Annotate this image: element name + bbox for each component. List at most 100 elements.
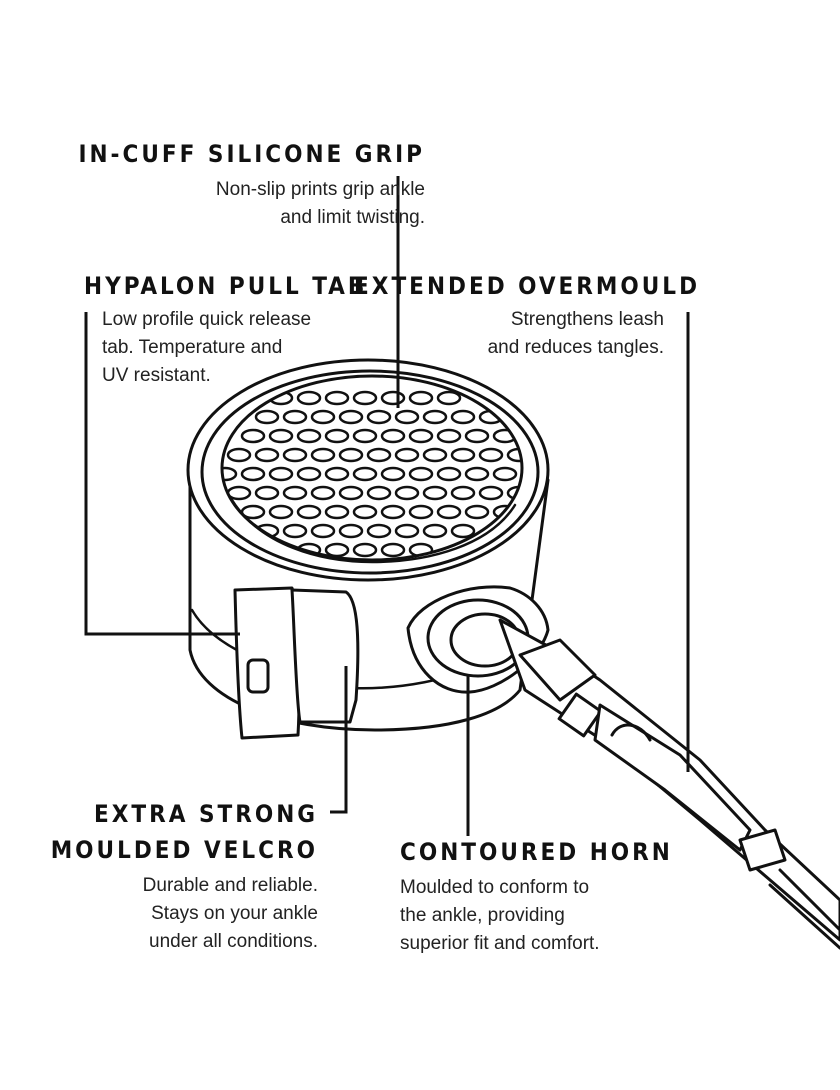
grip-oval (240, 428, 266, 444)
grip-oval (254, 409, 280, 425)
grip-oval (408, 428, 434, 444)
grip-oval (338, 523, 364, 539)
grip-oval (422, 523, 448, 539)
grip-oval (352, 466, 378, 482)
grip-oval (366, 523, 392, 539)
grip-oval (352, 504, 378, 520)
grip-oval (408, 390, 434, 406)
velcro-desc: Durable and reliable. Stays on your ankl… (51, 872, 318, 956)
grip-oval (408, 466, 434, 482)
grip-oval (478, 485, 504, 501)
silicone-grip-desc: Non-slip prints grip ankle and limit twi… (78, 176, 425, 232)
grip-oval (296, 428, 322, 444)
velcro-title-line-2: MOULDED VELCRO (50, 836, 318, 864)
grip-oval (394, 447, 420, 463)
grip-oval (254, 447, 280, 463)
grip-oval (324, 390, 350, 406)
grip-oval (394, 409, 420, 425)
grip-oval (366, 447, 392, 463)
grip-oval (338, 485, 364, 501)
grip-oval (268, 428, 294, 444)
grip-oval (268, 466, 294, 482)
grip-oval (222, 466, 238, 482)
grip-oval (352, 542, 378, 558)
grip-oval (450, 447, 476, 463)
grip-oval (310, 523, 336, 539)
pull-tab-line-1: Low profile quick release (102, 309, 312, 330)
horn-title: CONTOURED HORN (400, 838, 673, 866)
horn-line-1: Moulded to conform to (400, 877, 590, 898)
grip-oval (324, 466, 350, 482)
pull-tab-line-2: tab. Temperature and (102, 337, 283, 358)
velcro-line-2: Stays on your ankle (151, 903, 318, 924)
pull-tab-title: HYPALON PULL TAB (84, 272, 368, 300)
pull-tab-desc: Low profile quick release tab. Temperatu… (84, 306, 367, 390)
grip-oval (422, 485, 448, 501)
grip-oval (394, 485, 420, 501)
callout-horn: CONTOURED HORN Moulded to conform to the… (400, 836, 673, 958)
velcro-line-1: Durable and reliable. (142, 875, 318, 896)
overmould-line-1: Strengthens leash (510, 309, 664, 330)
horn-line-3: superior fit and comfort. (400, 933, 600, 954)
grip-oval (226, 447, 252, 463)
grip-oval (282, 523, 308, 539)
grip-oval (436, 466, 462, 482)
grip-oval (380, 542, 406, 558)
pull-tab-line-3: UV resistant. (102, 365, 211, 386)
grip-oval (464, 466, 490, 482)
grip-oval (338, 447, 364, 463)
grip-oval (436, 390, 462, 406)
grip-oval (450, 485, 476, 501)
grip-oval (296, 466, 322, 482)
grip-oval (352, 428, 378, 444)
callout-silicone-grip: IN-CUFF SILICONE GRIP Non-slip prints gr… (78, 138, 425, 232)
grip-oval (450, 523, 476, 539)
callout-velcro: EXTRA STRONG MOULDED VELCRO Durable and … (51, 798, 318, 956)
silicone-grip-line-1: Non-slip prints grip ankle (215, 179, 425, 200)
grip-oval (380, 390, 406, 406)
grip-oval (464, 504, 490, 520)
grip-oval (254, 485, 280, 501)
grip-oval (492, 466, 518, 482)
grip-oval (324, 428, 350, 444)
silicone-grip-title: IN-CUFF SILICONE GRIP (78, 140, 425, 168)
leash-ankle-cuff-illustration (186, 358, 840, 950)
grip-oval (394, 523, 420, 539)
grip-oval (324, 504, 350, 520)
grip-oval (268, 504, 294, 520)
grip-oval (380, 504, 406, 520)
grip-oval (282, 485, 308, 501)
grip-oval (282, 409, 308, 425)
grip-oval (352, 390, 378, 406)
callout-pull-tab: HYPALON PULL TAB Low profile quick relea… (84, 270, 367, 390)
grip-oval (464, 428, 490, 444)
grip-oval (240, 466, 266, 482)
horn-desc: Moulded to conform to the ankle, providi… (400, 874, 673, 958)
grip-oval (380, 466, 406, 482)
horn-line-2: the ankle, providing (400, 905, 565, 926)
grip-oval (296, 504, 322, 520)
grip-oval (324, 542, 350, 558)
overmould-desc: Strengthens leash and reduces tangles. (354, 306, 700, 362)
silicone-grip-line-2: and limit twisting. (280, 207, 425, 228)
leader-lines (84, 176, 690, 836)
grip-oval (478, 447, 504, 463)
grip-oval (422, 447, 448, 463)
grip-oval (296, 390, 322, 406)
grip-oval (338, 409, 364, 425)
callout-overmould: EXTENDED OVERMOULD Strengthens leash and… (354, 270, 700, 362)
velcro-line-3: under all conditions. (149, 931, 318, 952)
grip-oval (226, 485, 252, 501)
grip-oval (380, 428, 406, 444)
grip-oval (366, 409, 392, 425)
grip-oval (366, 485, 392, 501)
velcro-title: EXTRA STRONG MOULDED VELCRO (51, 798, 318, 866)
grip-oval (422, 409, 448, 425)
grip-oval (436, 504, 462, 520)
overmould-title: EXTENDED OVERMOULD (354, 272, 700, 300)
grip-oval (310, 447, 336, 463)
grip-oval (436, 428, 462, 444)
grip-oval (282, 447, 308, 463)
grip-oval (310, 485, 336, 501)
